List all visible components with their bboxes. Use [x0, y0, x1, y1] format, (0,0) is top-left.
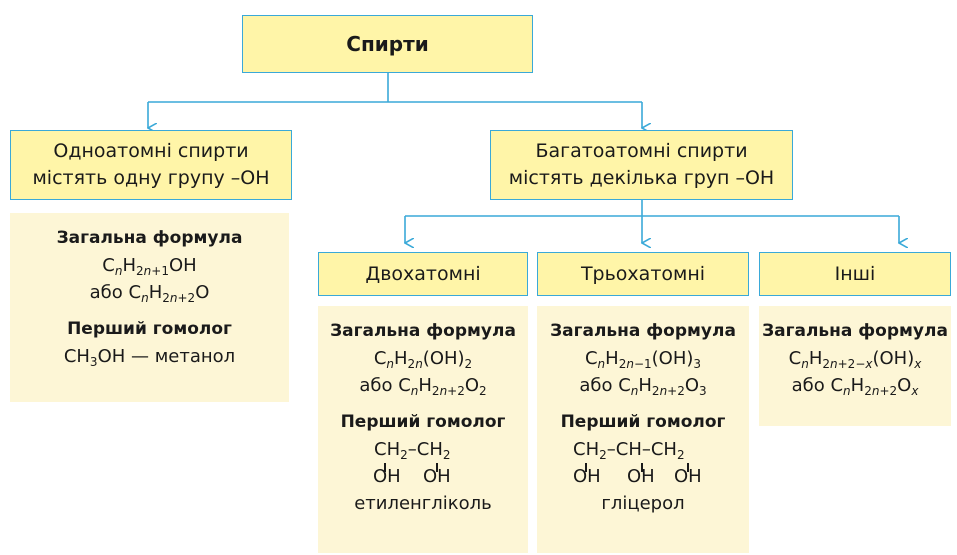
dihydric-card: Загальна формула CnH2n(OH)2 або CnH2n+2O… — [318, 306, 528, 553]
trihydric-alt-prefix: або — [579, 375, 619, 396]
dihydric-box: Двохатомні — [318, 252, 528, 296]
root-box: Спирти — [242, 15, 533, 73]
poly-box: Багатоатомні спирти містять декілька гру… — [490, 130, 793, 200]
mono-homolog: CH3OH — метанол — [63, 346, 236, 369]
poly-line2: містять декілька груп –ОН — [508, 167, 775, 189]
other-alt-prefix: або — [791, 375, 831, 396]
mono-box: Одноатомні спирти містять одну групу –ОН — [10, 130, 292, 200]
dihydric-heading: Загальна формула — [330, 321, 516, 341]
mono-formula: CnH2n+1OH — [102, 255, 197, 278]
mono-alt-prefix: або — [89, 282, 129, 303]
dihydric-alt-formula: або CnH2n+2O2 — [359, 375, 487, 398]
trihydric-homolog-heading: Перший гомолог — [560, 412, 726, 432]
poly-line1: Багатоатомні спирти — [535, 140, 748, 162]
trihydric-heading: Загальна формула — [550, 321, 736, 341]
mono-line2: містять одну групу –ОН — [32, 167, 270, 189]
other-alt-formula: або CnH2n+2Ox — [791, 375, 919, 398]
dihydric-formula: CnH2n(OH)2 — [373, 348, 473, 371]
root-title: Спирти — [346, 31, 429, 56]
other-heading: Загальна формула — [762, 321, 948, 341]
mono-line1: Одноатомні спирти — [53, 140, 249, 162]
other-label: Інші — [834, 262, 876, 285]
trihydric-box: Трьохатомні — [537, 252, 749, 296]
glycerol-structure: CH2–CH–CH2 OH OH OH — [573, 439, 702, 487]
mono-homolog-heading: Перший гомолог — [67, 319, 232, 339]
dihydric-homolog-name: етиленгліколь — [354, 493, 492, 514]
trihydric-homolog-name: гліцерол — [601, 493, 685, 514]
other-card: Загальна формула CnH2n+2−x(OH)x або CnH2… — [759, 306, 951, 426]
mono-alt-formula: або CnH2n+2O — [89, 282, 210, 305]
other-formula: CnH2n+2−x(OH)x — [788, 348, 922, 371]
dihydric-homolog-heading: Перший гомолог — [340, 412, 506, 432]
mono-card: Загальна формула CnH2n+1OH або CnH2n+2O … — [10, 213, 289, 402]
ethylene-glycol-structure: CH2–CH2 OH OH — [373, 439, 451, 487]
dihydric-alt-prefix: або — [359, 375, 399, 396]
trihydric-alt-formula: або CnH2n+2O3 — [579, 375, 707, 398]
trihydric-card: Загальна формула CnH2n−1(OH)3 або CnH2n+… — [537, 306, 749, 553]
trihydric-label: Трьохатомні — [580, 262, 706, 285]
trihydric-formula: CnH2n−1(OH)3 — [584, 348, 702, 371]
mono-heading: Загальна формула — [56, 228, 243, 248]
other-box: Інші — [759, 252, 951, 296]
dihydric-label: Двохатомні — [365, 262, 481, 285]
